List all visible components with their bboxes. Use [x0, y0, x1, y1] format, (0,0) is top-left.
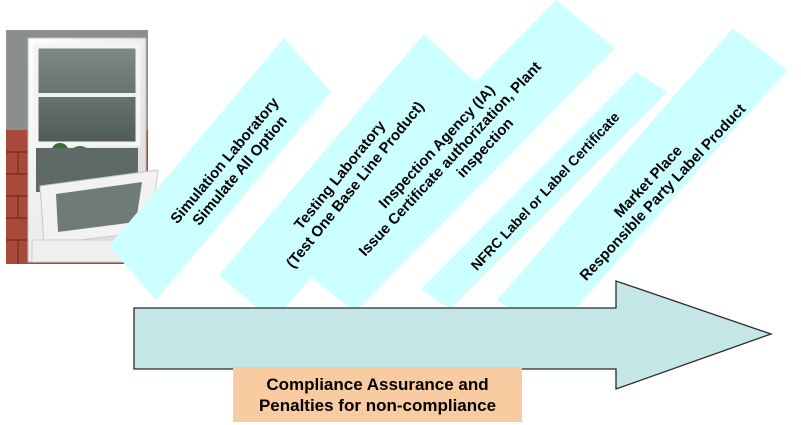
footer-line-2: Penalties for non-compliance — [258, 395, 497, 415]
process-arrow — [133, 280, 773, 390]
footer-line-1: Compliance Assurance and — [266, 374, 489, 394]
window-photo — [6, 30, 159, 264]
compliance-penalties-box: Compliance Assurance and Penalties for n… — [233, 367, 522, 422]
